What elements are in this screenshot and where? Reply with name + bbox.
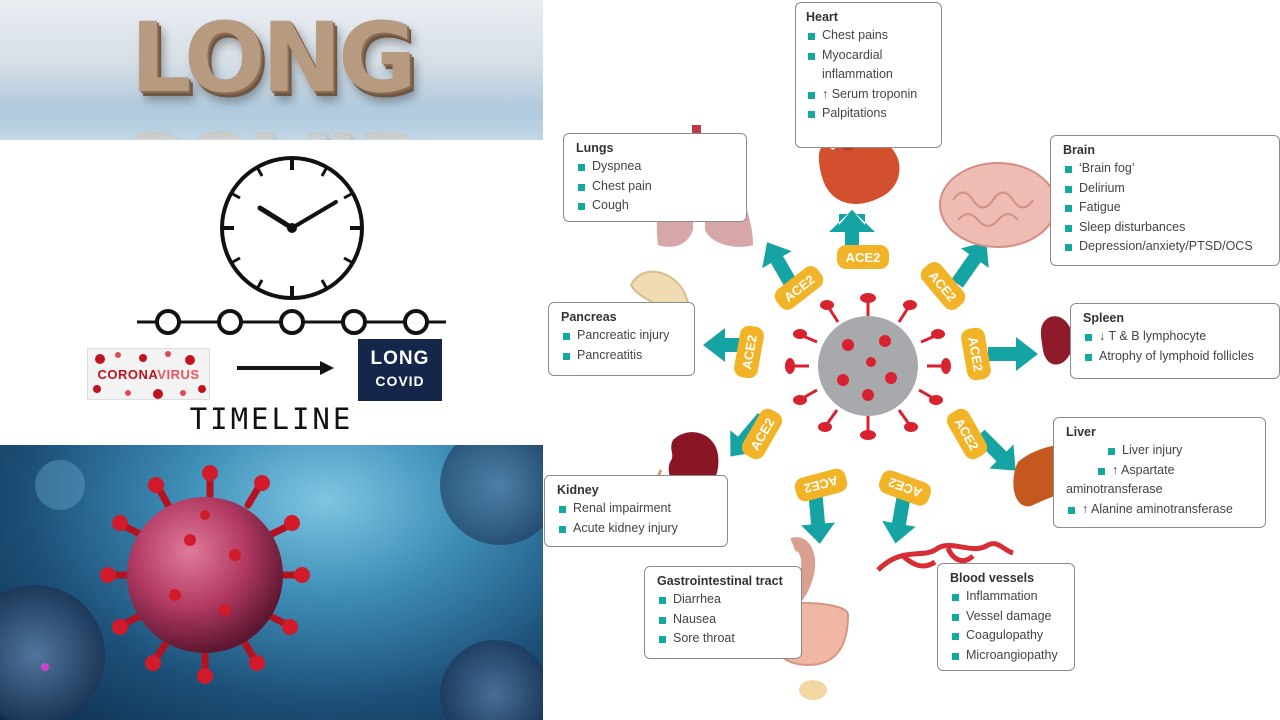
lungs-list: Dyspnea Chest pain Cough: [576, 157, 734, 216]
coronavirus-text: CORONAVIRUS: [97, 367, 200, 382]
timeline-panel: CORONAVIRUS LONG COVID TIMELINE: [0, 140, 543, 445]
heart-list: Chest pains Myocardial inflammation ↑ Se…: [806, 26, 931, 124]
heart-box: Heart Chest pains Myocardial inflammatio…: [795, 2, 942, 148]
kidney-item: Renal impairment: [557, 499, 715, 519]
kidney-list: Renal impairment Acute kidney injury: [557, 499, 715, 538]
liver-item: ↑ Aspartate: [1096, 461, 1253, 481]
spleen-box: Spleen ↓ T & B lymphocyte Atrophy of lym…: [1070, 303, 1280, 379]
timeline-track: [137, 309, 446, 335]
spleen-title: Spleen: [1083, 311, 1124, 325]
brain-list: ‘Brain fog’ Delirium Fatigue Sleep distu…: [1063, 159, 1267, 257]
lungs-item: Dyspnea: [576, 157, 734, 177]
gi-tract-box: Gastrointestinal tract Diarrhea Nausea S…: [644, 566, 802, 659]
timeline-node-1: [155, 309, 181, 335]
ace2-label-spleen: ACE2: [965, 336, 986, 373]
long-covid-badge-line1: LONG: [370, 348, 430, 369]
blood-vessels-item: Vessel damage: [950, 607, 1062, 627]
brain-item: Delirium: [1063, 179, 1267, 199]
timeline-node-5: [403, 309, 429, 335]
long-covid-badge: LONG COVID: [358, 339, 442, 401]
spleen-icon: [1040, 316, 1073, 365]
pancreas-box: Pancreas Pancreatic injury Pancreatitis: [548, 302, 695, 376]
pancreas-title: Pancreas: [561, 310, 617, 324]
pancreas-item: Pancreatitis: [561, 346, 682, 366]
lungs-box: Lungs Dyspnea Chest pain Cough: [563, 133, 747, 222]
timeline-node-2: [217, 309, 243, 335]
kidney-box: Kidney Renal impairment Acute kidney inj…: [544, 475, 728, 547]
brain-icon: [939, 162, 1057, 248]
timeline-arrow-icon: [237, 361, 334, 375]
blood-vessels-item: Inflammation: [950, 587, 1062, 607]
clock-icon: [220, 156, 364, 300]
heart-item: Myocardial: [806, 46, 931, 66]
ace2-label-heart: ACE2: [846, 250, 881, 265]
lungs-item: Chest pain: [576, 177, 734, 197]
pancreas-item: Pancreatic injury: [561, 326, 682, 346]
liver-title: Liver: [1066, 425, 1096, 439]
brain-item: Fatigue: [1063, 198, 1267, 218]
lungs-item: Cough: [576, 196, 734, 216]
gi-tract-item: Sore throat: [657, 629, 789, 649]
blood-vessels-box: Blood vessels Inflammation Vessel damage…: [937, 563, 1075, 671]
kidney-item: Acute kidney injury: [557, 519, 715, 539]
brain-title: Brain: [1063, 143, 1095, 157]
liver-item: ↑ Alanine aminotransferase: [1066, 500, 1253, 520]
liver-item: Liver injury: [1106, 441, 1253, 461]
brain-item: Sleep disturbances: [1063, 218, 1267, 238]
long-covid-badge-line2: COVID: [375, 373, 425, 389]
brain-item: Depression/anxiety/PTSD/OCS: [1063, 237, 1267, 257]
pancreas-list: Pancreatic injury Pancreatitis: [561, 326, 682, 365]
heart-item-continued: inflammation: [822, 67, 893, 81]
spleen-list: ↓ T & B lymphocyte Atrophy of lymphoid f…: [1083, 327, 1267, 366]
spleen-item: ↓ T & B lymphocyte: [1083, 327, 1267, 347]
liver-box: Liver Liver injury ↑ Aspartate aminotran…: [1053, 417, 1266, 528]
ace2-label-pancreas: ACE2: [739, 334, 760, 371]
gi-tract-title: Gastrointestinal tract: [657, 574, 783, 588]
gi-tract-item: Diarrhea: [657, 590, 789, 610]
blood-vessels-icon: [876, 541, 1014, 572]
heart-title: Heart: [806, 10, 838, 24]
timeline-graphic: [137, 156, 446, 375]
long-covid-banner: LONG COVID: [0, 0, 543, 140]
blood-vessels-item: Microangiopathy: [950, 646, 1062, 666]
gi-tract-item: Nausea: [657, 610, 789, 630]
coronavirus-badge: CORONAVIRUS: [87, 348, 210, 400]
coronavirus-3d-image: [0, 445, 543, 720]
heart-item: Palpitations: [806, 104, 931, 124]
central-virus-icon: [785, 293, 951, 440]
lungs-title: Lungs: [576, 141, 614, 155]
brain-item: ‘Brain fog’: [1063, 159, 1267, 179]
organ-impact-diagram: ACE2 ACE2 ACE2 ACE2 ACE2 ACE2 ACE2 ACE2 …: [543, 0, 1280, 720]
liver-item-continued: aminotransferase: [1066, 482, 1163, 496]
banner-floor: [0, 104, 543, 140]
blood-vessels-list: Inflammation Vessel damage Coagulopathy …: [950, 587, 1062, 665]
brain-box: Brain ‘Brain fog’ Delirium Fatigue Sleep…: [1050, 135, 1280, 266]
spleen-item: Atrophy of lymphoid follicles: [1083, 347, 1267, 367]
timeline-node-3: [279, 309, 305, 335]
heart-item: Chest pains: [806, 26, 931, 46]
red-virus-dots-icon: [93, 351, 206, 399]
virus-render-icon: [0, 445, 543, 720]
timeline-label: TIMELINE: [189, 402, 354, 436]
ace2-receptors: ACE2 ACE2 ACE2 ACE2 ACE2 ACE2 ACE2 ACE2 …: [734, 245, 991, 506]
blood-vessels-title: Blood vessels: [950, 571, 1035, 585]
liver-list: Liver injury ↑ Aspartate aminotransferas…: [1066, 441, 1253, 519]
heart-item: ↑ Serum troponin: [806, 85, 931, 105]
gi-tract-list: Diarrhea Nausea Sore throat: [657, 590, 789, 649]
timeline-node-4: [341, 309, 367, 335]
blood-vessels-item: Coagulopathy: [950, 626, 1062, 646]
kidney-title: Kidney: [557, 483, 599, 497]
